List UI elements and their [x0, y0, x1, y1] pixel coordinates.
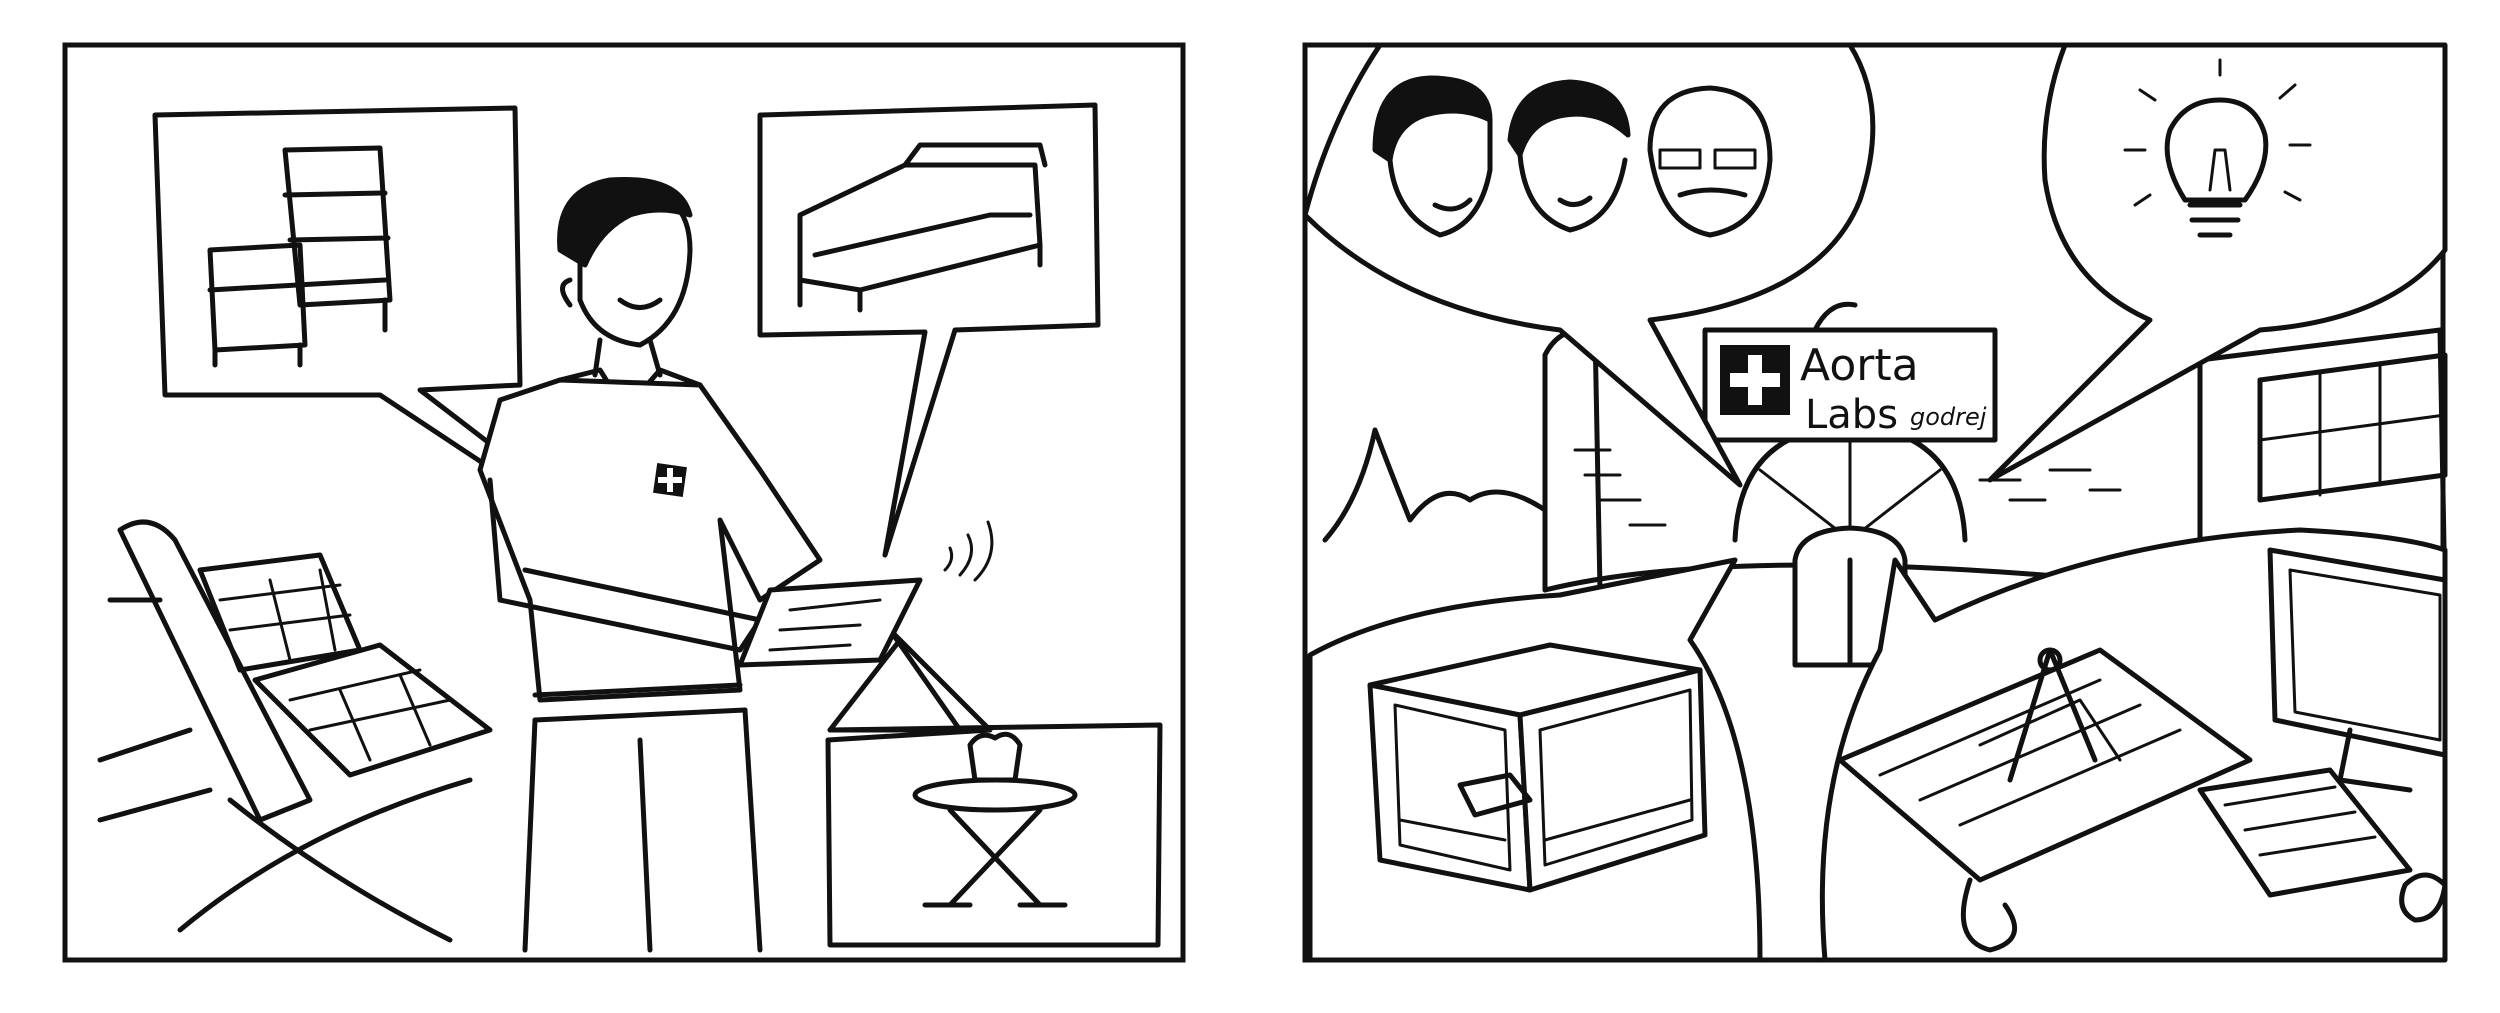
- team-thought-bubble: [1302, 42, 1876, 488]
- side-table-sketch: [912, 731, 1078, 908]
- wifi-signal-icon: [943, 520, 994, 582]
- table-thought-bubble: [825, 627, 1163, 948]
- printer-thought-bubble: [1307, 557, 1763, 963]
- design-thought-bubble: [1819, 527, 2448, 963]
- 3d-printer-sketch: [1367, 642, 1708, 893]
- sign-tag: godrej: [1910, 403, 1987, 431]
- armchair-sketch: [207, 145, 393, 368]
- couch-thought-bubble: [757, 102, 1101, 558]
- lounge-chair: [97, 519, 493, 943]
- left-panel: [62, 42, 1186, 963]
- computer-monitor: [2197, 547, 2448, 923]
- lab-building: [1322, 326, 2448, 668]
- idea-thought-bubble: [1987, 42, 2448, 483]
- lightbulb-icon: [2123, 58, 2312, 238]
- sign-line-1: Aorta: [1800, 340, 1919, 391]
- blueprint-sketch: [1837, 647, 2253, 953]
- shirt-logo: [653, 463, 687, 497]
- man-with-tablet: [477, 176, 994, 953]
- sign-line-2: Labs: [1805, 392, 1898, 438]
- right-panel: Aorta Labs godrej: [1302, 42, 2448, 963]
- aorta-labs-sign: Aorta Labs godrej: [1702, 301, 1998, 443]
- medical-cross-icon: [1720, 345, 1790, 415]
- sofa-bed-sketch: [797, 142, 1048, 313]
